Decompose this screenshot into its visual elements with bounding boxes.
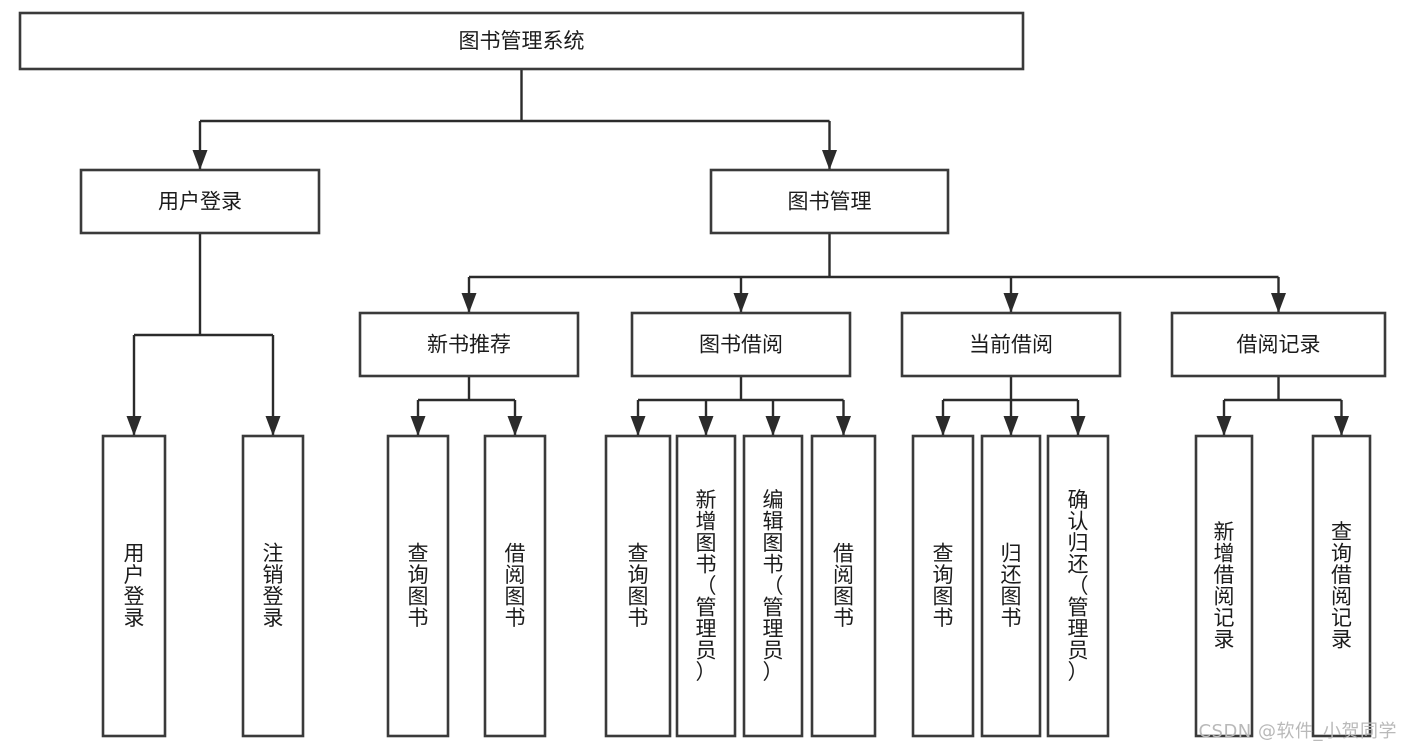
node-leaf-return-book-label: 归还图书: [1001, 542, 1022, 631]
node-book-borrow-box: [630, 311, 852, 378]
csdn-watermark: CSDN @软件_小贺同学: [1198, 721, 1397, 742]
node-leaf-rec-borrow-book-box: [483, 434, 547, 738]
edge-group-new-book-rec: [410, 376, 523, 436]
node-leaf-rec-query-book-label: 查询图书: [408, 542, 429, 631]
node-user-login-label: 用户登录: [158, 190, 242, 214]
node-leaf-logout-label: 注销登录: [263, 542, 284, 631]
edge-arrow-icon: [1216, 416, 1232, 436]
node-book-manage[interactable]: 图书管理: [709, 168, 950, 235]
node-leaf-add-record-box: [1194, 434, 1254, 738]
nodes-layer: 图书管理系统用户登录图书管理新书推荐图书借阅当前借阅借阅记录用户登录注销登录查询…: [18, 11, 1387, 738]
node-leaf-add-record[interactable]: 新增借阅记录: [1194, 434, 1254, 738]
edge-arrow-icon: [733, 293, 749, 313]
node-book-borrow-label: 图书借阅: [699, 333, 783, 357]
node-book-manage-box: [709, 168, 950, 235]
node-leaf-rec-borrow-book-label: 借阅图书: [505, 542, 526, 631]
node-borrow-record-box: [1170, 311, 1387, 378]
edge-arrow-icon: [265, 416, 281, 436]
edge-arrow-icon: [822, 150, 837, 170]
node-leaf-edit-book-box: [742, 434, 804, 738]
node-leaf-query-record-label: 查询借阅记录: [1331, 520, 1352, 652]
edge-arrow-icon: [192, 150, 208, 170]
edge-group-borrow-record: [1216, 376, 1349, 436]
node-book-manage-label: 图书管理: [788, 190, 872, 214]
node-leaf-add-book-label: 新增图书（管理员）: [696, 488, 717, 684]
node-leaf-return-book[interactable]: 归还图书: [980, 434, 1042, 738]
node-new-book-rec[interactable]: 新书推荐: [358, 311, 580, 378]
node-leaf-borrow-book-label: 借阅图书: [833, 542, 854, 631]
node-current-borrow-label: 当前借阅: [969, 333, 1053, 357]
node-leaf-cur-query-book-box: [911, 434, 975, 738]
node-leaf-user-login-label: 用户登录: [124, 542, 145, 631]
node-leaf-user-login-box: [101, 434, 167, 738]
node-user-login[interactable]: 用户登录: [79, 168, 321, 235]
edge-arrow-icon: [630, 416, 646, 436]
edge-arrow-icon: [1271, 293, 1286, 313]
node-leaf-query-record[interactable]: 查询借阅记录: [1311, 434, 1372, 738]
node-leaf-cur-query-book-label: 查询图书: [933, 542, 954, 631]
node-leaf-add-book[interactable]: 新增图书（管理员）: [675, 434, 737, 738]
node-leaf-borrow-book-box: [810, 434, 877, 738]
edge-arrow-icon: [507, 416, 523, 436]
node-leaf-edit-book-label: 编辑图书（管理员）: [763, 488, 784, 684]
node-current-borrow-box: [900, 311, 1122, 378]
node-borrow-record-label: 借阅记录: [1237, 333, 1321, 357]
node-leaf-edit-book[interactable]: 编辑图书（管理员）: [742, 434, 804, 738]
edge-group-current-borrow: [935, 376, 1086, 436]
node-leaf-borrow-query-book-box: [604, 434, 672, 738]
node-user-login-box: [79, 168, 321, 235]
node-leaf-return-book-box: [980, 434, 1042, 738]
node-leaf-rec-borrow-book[interactable]: 借阅图书: [483, 434, 547, 738]
node-leaf-borrow-query-book-label: 查询图书: [628, 542, 649, 631]
node-root[interactable]: 图书管理系统: [18, 11, 1025, 71]
node-new-book-rec-label: 新书推荐: [427, 333, 511, 357]
edge-arrow-icon: [698, 416, 714, 436]
edge-group-book-manage: [461, 233, 1286, 313]
node-leaf-borrow-book[interactable]: 借阅图书: [810, 434, 877, 738]
edge-group-user-login: [126, 233, 281, 436]
edge-arrow-icon: [1003, 416, 1019, 436]
edges-layer: [126, 69, 1349, 436]
node-leaf-user-login[interactable]: 用户登录: [101, 434, 167, 738]
node-leaf-confirm-return-label: 确认归还（管理员）: [1068, 488, 1089, 684]
node-leaf-rec-query-book-box: [386, 434, 450, 738]
node-leaf-logout[interactable]: 注销登录: [241, 434, 305, 738]
node-leaf-confirm-return[interactable]: 确认归还（管理员）: [1046, 434, 1110, 738]
node-leaf-add-book-box: [675, 434, 737, 738]
node-leaf-query-record-box: [1311, 434, 1372, 738]
node-current-borrow[interactable]: 当前借阅: [900, 311, 1122, 378]
edge-group-root: [192, 69, 837, 170]
edge-arrow-icon: [836, 416, 851, 436]
node-leaf-cur-query-book[interactable]: 查询图书: [911, 434, 975, 738]
edge-arrow-icon: [1003, 293, 1019, 313]
node-leaf-confirm-return-box: [1046, 434, 1110, 738]
node-new-book-rec-box: [358, 311, 580, 378]
edge-arrow-icon: [1070, 416, 1086, 436]
node-book-borrow[interactable]: 图书借阅: [630, 311, 852, 378]
node-root-box: [18, 11, 1025, 71]
edge-arrow-icon: [410, 416, 426, 436]
node-leaf-add-record-label: 新增借阅记录: [1214, 520, 1235, 652]
node-borrow-record[interactable]: 借阅记录: [1170, 311, 1387, 378]
edge-group-book-borrow: [630, 376, 851, 436]
node-leaf-borrow-query-book[interactable]: 查询图书: [604, 434, 672, 738]
node-leaf-logout-box: [241, 434, 305, 738]
edge-arrow-icon: [126, 416, 142, 436]
edge-arrow-icon: [935, 416, 951, 436]
node-leaf-rec-query-book[interactable]: 查询图书: [386, 434, 450, 738]
node-root-label: 图书管理系统: [459, 29, 585, 53]
edge-arrow-icon: [765, 416, 781, 436]
edge-arrow-icon: [461, 293, 477, 313]
edge-arrow-icon: [1334, 416, 1349, 436]
